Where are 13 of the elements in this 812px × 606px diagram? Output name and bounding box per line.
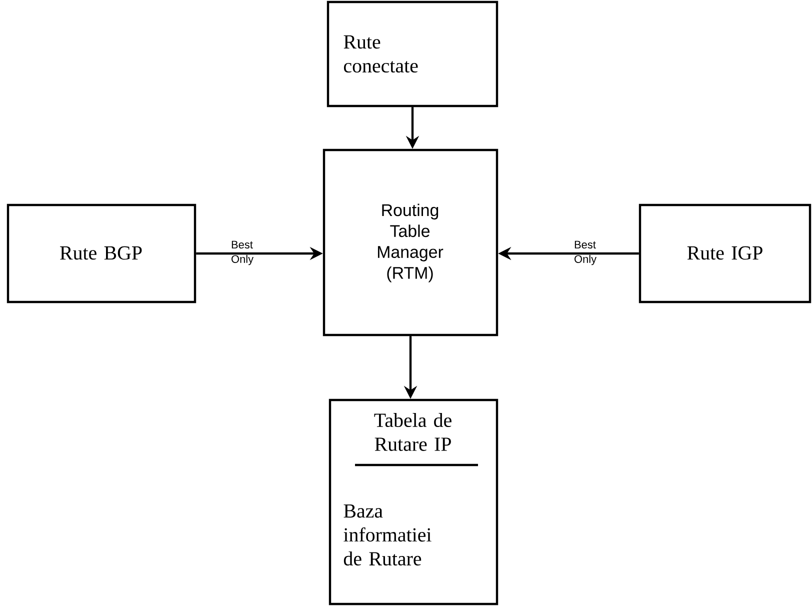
process-box	[326, 0, 498, 108]
process-box	[322, 148, 498, 336]
edge-label: Best Only	[574, 240, 597, 266]
process-box	[328, 398, 498, 606]
box-text: Baza informatiei de Rutare	[344, 504, 432, 566]
box-text: Tabela de Rutare IP	[374, 413, 452, 451]
box-text: Routing Table Manager (RTM)	[378, 204, 444, 282]
box-text: Rute IGP	[687, 246, 762, 260]
box-text: Rute BGP	[60, 246, 142, 260]
box-text: Rute conectate	[344, 35, 418, 73]
process-box	[638, 204, 812, 304]
process-box	[6, 204, 196, 304]
edge-label: Best Only	[232, 240, 254, 266]
